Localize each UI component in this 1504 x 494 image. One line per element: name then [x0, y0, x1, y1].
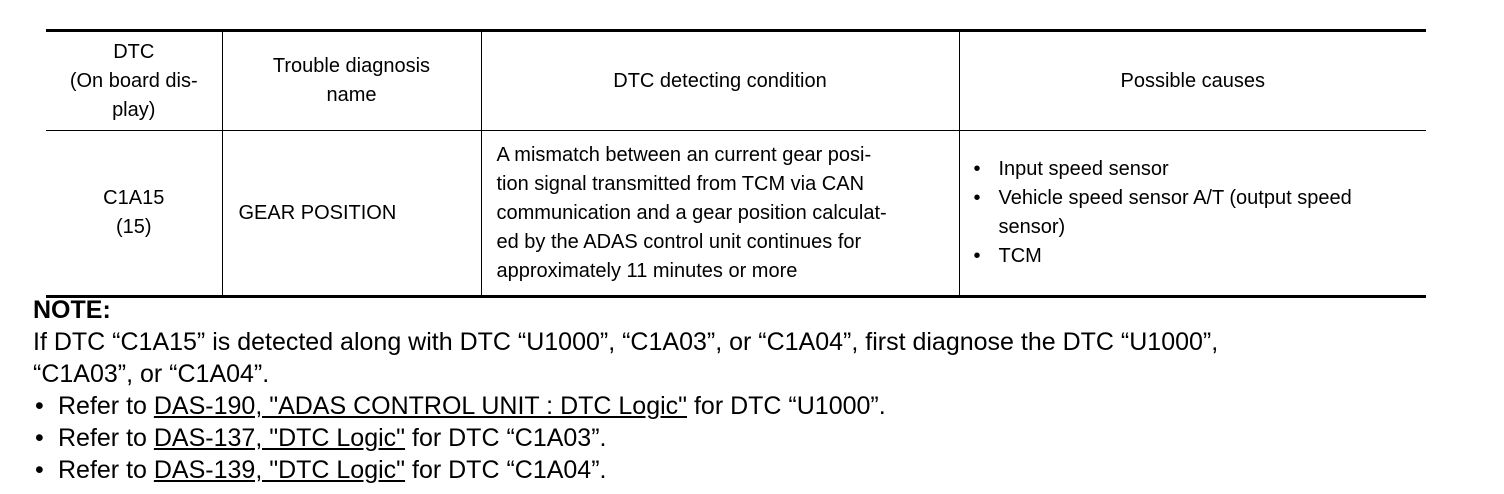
- cause-3-line-1: TCM: [998, 245, 1042, 267]
- header-dtc: DTC (On board dis- play): [46, 29, 223, 131]
- causes-list: Input speed sensor Vehicle speed sensor …: [960, 155, 1427, 271]
- header-causes-label: Possible causes: [1120, 69, 1266, 92]
- table-header-row: DTC (On board dis- play) Trouble diagnos…: [46, 29, 1426, 131]
- list-item: Refer to DAS-190, "ADAS CONTROL UNIT : D…: [33, 390, 1473, 422]
- note-block: NOTE: If DTC “C1A15” is detected along w…: [33, 294, 1473, 486]
- ref-prefix: Refer to: [58, 424, 154, 452]
- list-item: Input speed sensor: [972, 155, 1421, 184]
- ref-link-das-190[interactable]: DAS-190, "ADAS CONTROL UNIT : DTC Logic": [153, 392, 688, 420]
- list-item: Vehicle speed sensor A/T (output speed s…: [972, 184, 1421, 242]
- cell-dtc: C1A15 (15): [46, 130, 223, 298]
- header-possible-causes: Possible causes: [958, 29, 1426, 131]
- dtc-table: DTC (On board dis- play) Trouble diagnos…: [46, 29, 1426, 298]
- cell-diagnosis-name: GEAR POSITION: [221, 130, 482, 298]
- table-row: C1A15 (15) GEAR POSITION A mismatch betw…: [46, 130, 1427, 298]
- list-item: Refer to DAS-137, "DTC Logic" for DTC “C…: [33, 422, 1473, 454]
- header-dtc-line-3: play): [112, 98, 156, 121]
- dtc-display-code: (15): [115, 216, 152, 238]
- reference-list: Refer to DAS-190, "ADAS CONTROL UNIT : D…: [33, 390, 1473, 486]
- cell-detecting-condition: A mismatch between an current gear posi-…: [480, 130, 960, 298]
- note-text: If DTC “C1A15” is detected along with DT…: [33, 326, 1473, 390]
- cause-2-line-1: Vehicle speed sensor A/T (output speed: [998, 187, 1352, 209]
- list-item: Refer to DAS-139, "DTC Logic" for DTC “C…: [33, 454, 1473, 486]
- cell-possible-causes: Input speed sensor Vehicle speed sensor …: [958, 130, 1427, 298]
- header-detecting-condition: DTC detecting condition: [480, 29, 960, 131]
- header-dtc-line-1: DTC: [113, 40, 155, 63]
- header-name-line-2: name: [326, 84, 377, 106]
- ref-suffix: for DTC “C1A03”.: [405, 424, 607, 452]
- header-condition-label: DTC detecting condition: [613, 69, 827, 92]
- condition-line-3: communication and a gear position calcul…: [496, 201, 887, 224]
- condition-line-5: approximately 11 minutes or more: [496, 259, 798, 282]
- list-item: TCM: [972, 242, 1421, 271]
- note-title: NOTE:: [33, 296, 111, 324]
- header-trouble-diagnosis-name: Trouble diagnosis name: [221, 29, 482, 131]
- ref-suffix: for DTC “C1A04”.: [405, 456, 607, 484]
- condition-line-2: tion signal transmitted from TCM via CAN: [496, 172, 865, 195]
- cause-2-line-2: sensor): [998, 216, 1066, 238]
- note-text-line-2: “C1A03”, or “C1A04”.: [33, 360, 270, 388]
- ref-suffix: for DTC “U1000”.: [687, 392, 886, 420]
- note-text-line-1: If DTC “C1A15” is detected along with DT…: [33, 328, 1219, 356]
- ref-prefix: Refer to: [58, 392, 154, 420]
- condition-line-4: ed by the ADAS control unit continues fo…: [496, 230, 862, 253]
- cause-1-line-1: Input speed sensor: [998, 158, 1169, 180]
- condition-line-1: A mismatch between an current gear posi-: [496, 143, 872, 166]
- ref-prefix: Refer to: [58, 456, 154, 484]
- dtc-code: C1A15: [103, 187, 165, 209]
- header-dtc-line-2: (On board dis-: [69, 69, 198, 92]
- ref-link-das-139[interactable]: DAS-139, "DTC Logic": [153, 456, 406, 484]
- ref-link-das-137[interactable]: DAS-137, "DTC Logic": [153, 424, 406, 452]
- header-name-line-1: Trouble diagnosis: [272, 55, 431, 77]
